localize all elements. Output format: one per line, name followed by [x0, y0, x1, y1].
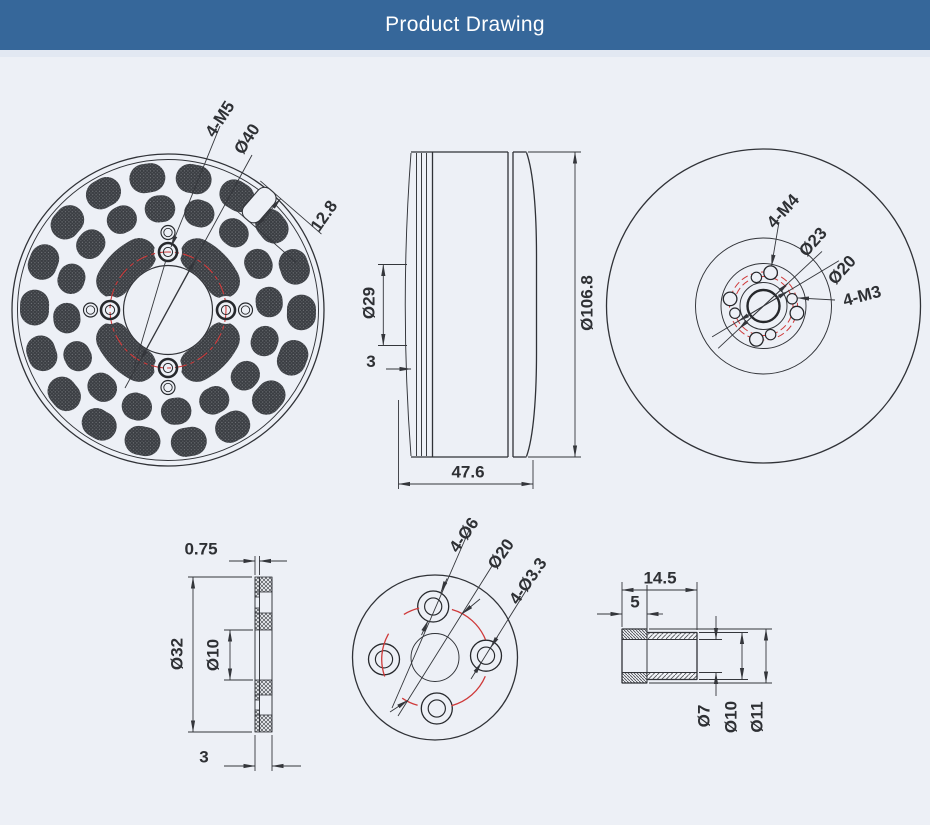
dim-d10: Ø10 — [699, 632, 748, 733]
dim-flange-bc: Ø20 — [484, 535, 518, 572]
page-title: Product Drawing — [385, 13, 545, 36]
dim-washer-id: Ø10 — [204, 639, 223, 671]
rear-outer-circle — [605, 148, 922, 464]
dim-rear-m3: 4-M3 — [841, 282, 883, 310]
bell-taper-edge — [525, 152, 538, 457]
dim-d11: Ø11 — [649, 628, 772, 733]
dim-flange-holes: 4-Ø3.3 — [505, 554, 550, 607]
dim-front-d40: Ø40 — [230, 120, 263, 157]
dim-d7: Ø7 — [695, 616, 722, 728]
rear-view: 4-M4 Ø23 Ø20 4-M3 — [605, 148, 922, 464]
dim-rear-d23: Ø23 — [795, 224, 831, 261]
title-bar: Product Drawing — [0, 0, 930, 50]
dim-bc-20: Ø20 — [389, 535, 518, 717]
dim-m3-leader: 4-M3 — [797, 282, 883, 310]
dim-sleeve-len: 14.5 — [643, 569, 676, 588]
dim-d23-leader: Ø23 — [717, 224, 831, 349]
dim-sleeve-d11: Ø11 — [748, 701, 767, 732]
rear-bc20-red — [733, 276, 794, 336]
rear-bearing-circle — [739, 282, 788, 330]
washer-section-view: 0.75 Ø32 Ø10 3 — [168, 540, 301, 771]
front-view: 12.8 4-M5 Ø40 — [11, 98, 342, 467]
dim-holes-3-3: 4-Ø3.3 — [470, 554, 551, 680]
dim-step-5: 5 — [597, 593, 663, 617]
dim-side-t3: 3 — [366, 352, 375, 371]
dim-m4-leader: 4-M4 — [763, 190, 803, 267]
dim-sleeve-d10: Ø10 — [722, 701, 741, 733]
side-view: Ø29 3 Ø106.8 47.6 — [360, 151, 597, 489]
dim-len-14-5: 14.5 — [621, 569, 698, 630]
vent-ring-outer — [20, 162, 316, 458]
dim-side-3: 3 — [366, 352, 412, 372]
sleeve-section-view: 14.5 5 Ø7 Ø10 — [597, 569, 772, 733]
stator-front-curve — [404, 152, 412, 457]
dim-sleeve-d7: Ø7 — [695, 705, 714, 728]
rear-shaft-circle — [746, 288, 781, 324]
dim-od-32: Ø32 — [168, 576, 252, 733]
dim-id-10: Ø10 — [204, 629, 253, 681]
header-divider — [0, 50, 930, 57]
flange-bolt-circle-red — [381, 607, 487, 707]
sleeve-hatch — [621, 628, 698, 684]
rear-holes — [722, 265, 805, 347]
rear-boss-circle — [720, 263, 807, 349]
dim-rear-m4: 4-M4 — [763, 190, 803, 232]
dim-slot-group — [235, 180, 322, 264]
vent-ring-middle — [53, 195, 283, 425]
dim-washer-od: Ø32 — [168, 638, 187, 670]
dim-th-3: 3 — [199, 735, 301, 771]
dim-slot-length: 12.8 — [307, 197, 342, 235]
dim-lip-0-75: 0.75 — [184, 540, 287, 575]
front-outer-rim — [11, 153, 325, 467]
dim-side-d29: Ø29 — [360, 287, 379, 319]
flange-view: 4-Ø6 Ø20 4-Ø3.3 — [351, 514, 551, 741]
dim-washer-lip: 0.75 — [184, 540, 217, 559]
dim-side-d106: Ø106.8 — [578, 275, 597, 331]
dim-washer-th: 3 — [199, 748, 208, 767]
dim-d106: Ø106.8 — [528, 151, 597, 458]
dim-rear-d20: Ø20 — [824, 252, 860, 289]
flange-outer-circle — [351, 574, 519, 741]
dim-front-m5: 4-M5 — [201, 98, 238, 141]
rear-hub-circle — [695, 237, 832, 375]
dim-sleeve-step: 5 — [630, 593, 639, 612]
front-inner-rim — [17, 159, 319, 461]
dim-d29: Ø29 — [360, 264, 407, 346]
dim-flange-cb: 4-Ø6 — [445, 514, 482, 556]
dim-len-47-6: 47.6 — [398, 400, 534, 489]
flange-center-bore — [410, 633, 460, 682]
dim-side-length: 47.6 — [451, 463, 484, 482]
front-mount-holes — [82, 224, 254, 396]
front-bolt-circle-red — [109, 251, 227, 369]
washer-hatch-blocks — [254, 576, 273, 733]
